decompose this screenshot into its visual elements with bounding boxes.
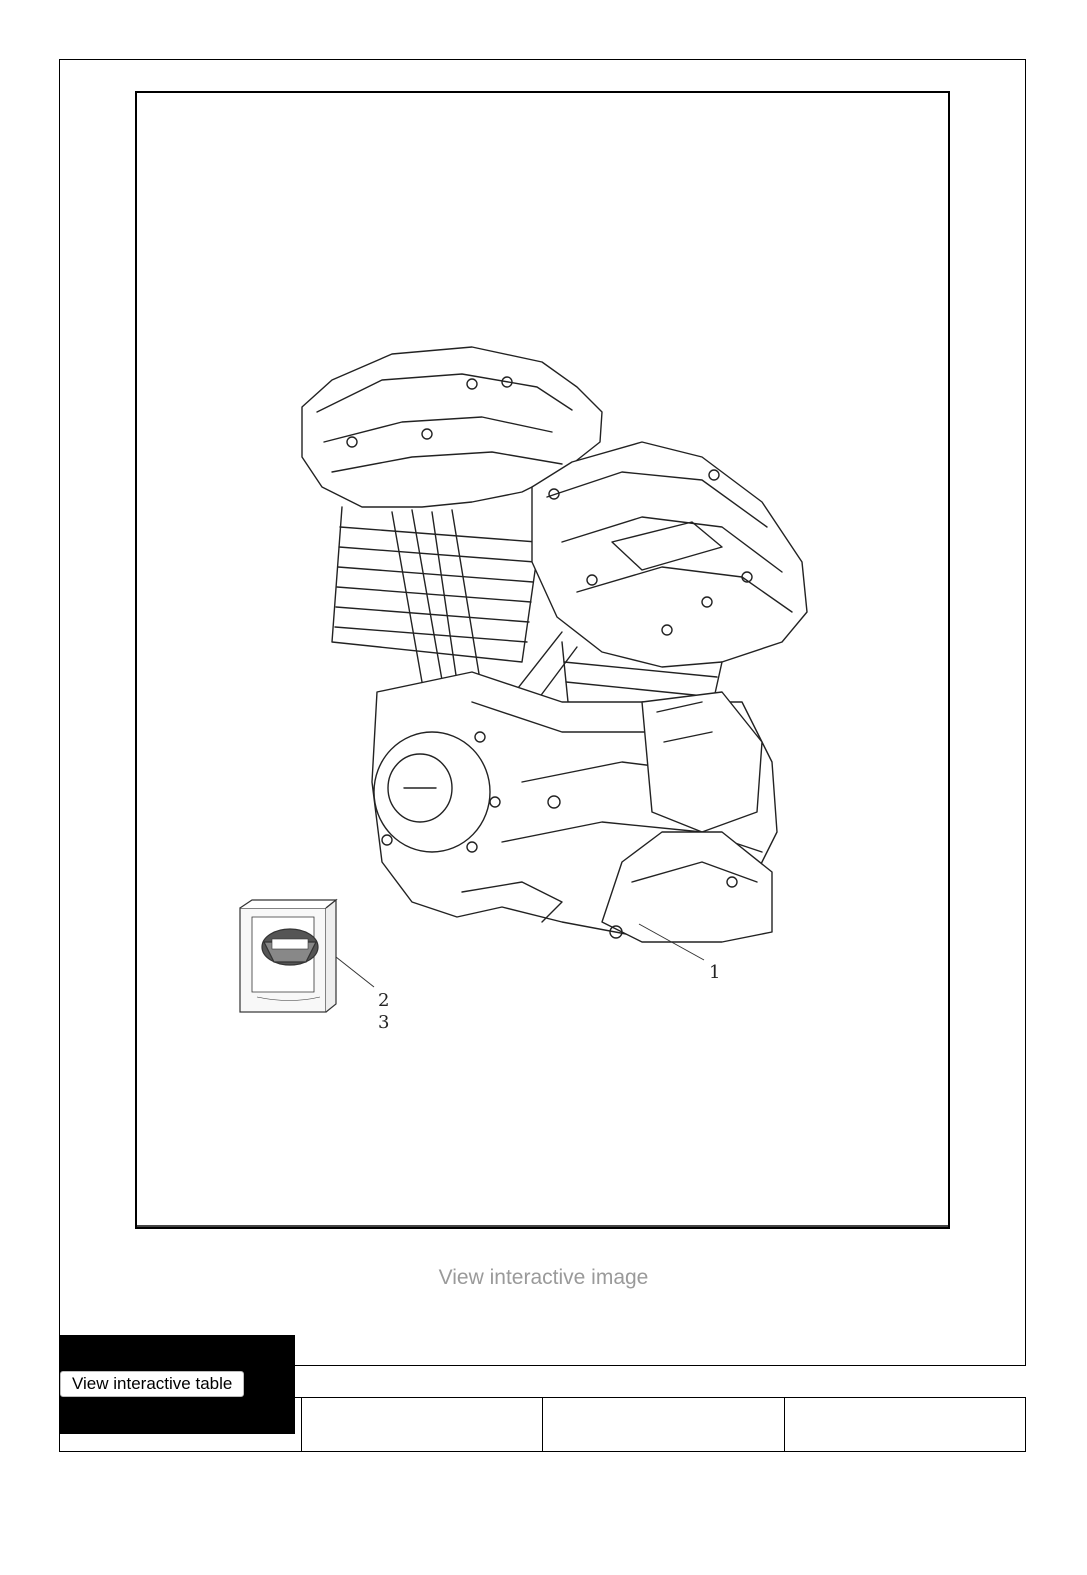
table-cell [300,1398,543,1451]
parts-illustration-frame[interactable]: 1 2 3 [135,91,950,1229]
view-interactive-table-button[interactable]: View interactive table [60,1371,245,1397]
table-cell [60,1398,301,1451]
callout-1: 1 [709,962,720,983]
table-cell [542,1398,784,1451]
parts-table [59,1397,1026,1452]
view-interactive-image-link[interactable]: View interactive image [438,1266,649,1289]
callout-3: 3 [378,1012,389,1033]
table-cell [783,1398,1026,1451]
engine-assembly-drawing: 1 2 3 [239,346,808,1033]
callout-2: 2 [378,990,389,1011]
page-frame [59,59,1026,1366]
